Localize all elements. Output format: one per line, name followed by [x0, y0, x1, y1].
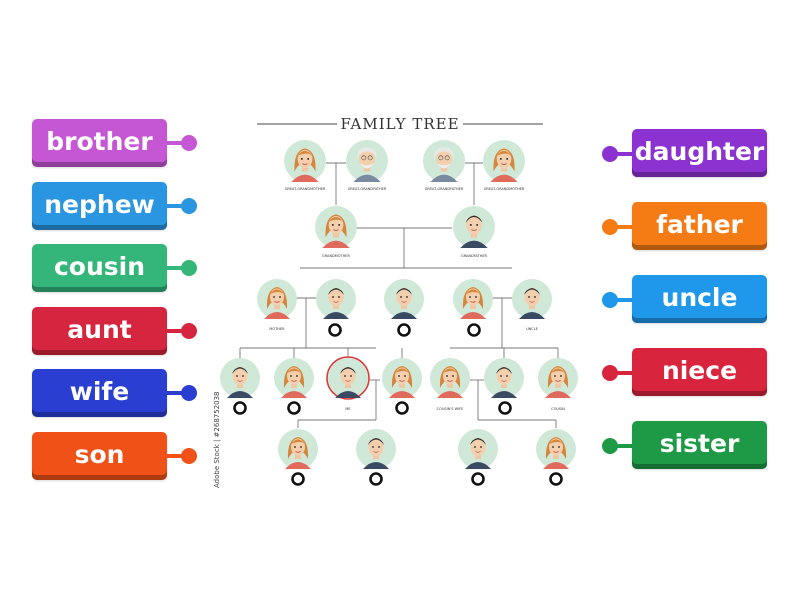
tree-label: ME: [345, 407, 350, 411]
word-card-label: brother: [46, 126, 153, 156]
tree-label: COUSIN: [551, 407, 565, 411]
tree-label: GREAT-GRANDFATHER: [348, 187, 387, 191]
connector-dot[interactable]: [181, 323, 197, 339]
connector-dot[interactable]: [181, 260, 197, 276]
connector-line: [610, 444, 633, 448]
drop-target[interactable]: [395, 401, 409, 415]
word-card-label: sister: [659, 428, 740, 458]
word-card-daughter[interactable]: daughter: [632, 129, 767, 177]
drop-target[interactable]: [369, 472, 383, 486]
word-card-sister[interactable]: sister: [632, 421, 767, 469]
drop-target[interactable]: [291, 472, 305, 486]
word-card-niece[interactable]: niece: [632, 348, 767, 396]
tree-label: GRANDMOTHER: [322, 254, 350, 258]
connector-line: [166, 141, 188, 145]
word-card-label: nephew: [44, 189, 155, 219]
word-card-label: niece: [661, 355, 738, 385]
drop-target[interactable]: [287, 401, 301, 415]
drop-target[interactable]: [397, 323, 411, 337]
connector-dot[interactable]: [181, 385, 197, 401]
word-card-wife[interactable]: wife: [32, 369, 167, 417]
word-card-father[interactable]: father: [632, 202, 767, 250]
tree-label: MOTHER: [269, 327, 285, 331]
connector-line: [610, 371, 633, 375]
word-card-label: cousin: [53, 251, 146, 281]
word-card-nephew[interactable]: nephew: [32, 182, 167, 230]
connector-dot[interactable]: [181, 135, 197, 151]
drop-target[interactable]: [549, 472, 563, 486]
tree-label: GREAT-GRANDFATHER: [425, 187, 464, 191]
drop-target[interactable]: [328, 323, 342, 337]
word-card-label: father: [656, 209, 743, 239]
tree-label: COUSIN'S WIFE: [437, 407, 464, 411]
word-card-son[interactable]: son: [32, 432, 167, 480]
word-card-label: daughter: [634, 136, 765, 166]
tree-label: GREAT-GRANDMOTHER: [285, 187, 326, 191]
tree-label: GRANDFATHER: [461, 254, 488, 258]
tree-label: UNCLE: [526, 327, 538, 331]
connector-line: [166, 454, 188, 458]
drop-target[interactable]: [467, 323, 481, 337]
word-card-brother[interactable]: brother: [32, 119, 167, 167]
word-card-label: aunt: [67, 314, 132, 344]
connector-line: [166, 329, 188, 333]
connector-dot[interactable]: [181, 448, 197, 464]
connector-dot[interactable]: [181, 198, 197, 214]
word-card-aunt[interactable]: aunt: [32, 307, 167, 355]
connector-line: [610, 152, 633, 156]
word-card-label: wife: [69, 376, 130, 406]
word-card-label: son: [74, 439, 125, 469]
family-tree-image: FAMILY TREE GREAT-GRANDMOTHER GREAT: [213, 108, 591, 490]
drop-target[interactable]: [498, 401, 512, 415]
tree-label: GREAT-GRANDMOTHER: [484, 187, 525, 191]
connector-line: [166, 204, 188, 208]
word-card-cousin[interactable]: cousin: [32, 244, 167, 292]
connector-line: [166, 266, 188, 270]
stock-watermark: Adobe Stock | #268752038: [213, 392, 221, 489]
drop-target[interactable]: [471, 472, 485, 486]
tree-title: FAMILY TREE: [340, 115, 459, 133]
word-card-uncle[interactable]: uncle: [632, 275, 767, 323]
connector-line: [610, 298, 633, 302]
connector-line: [166, 391, 188, 395]
connector-line: [610, 225, 633, 229]
drop-target[interactable]: [233, 401, 247, 415]
word-card-label: uncle: [661, 282, 738, 312]
